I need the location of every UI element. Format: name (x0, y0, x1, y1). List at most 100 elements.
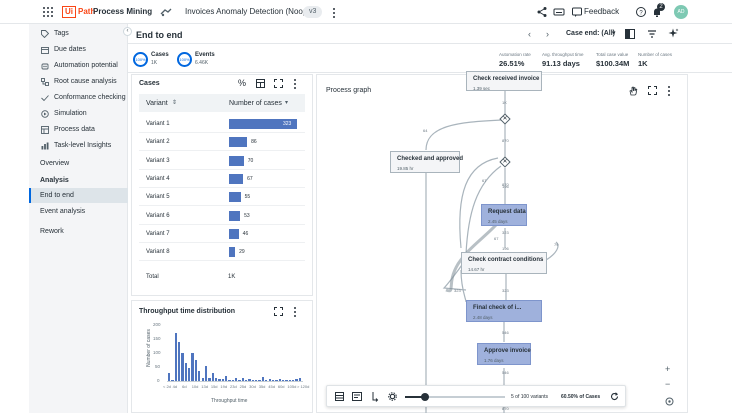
histogram-bar[interactable] (251, 380, 255, 381)
histogram-bar[interactable] (221, 379, 224, 381)
histogram-bar[interactable] (168, 372, 171, 381)
project-name[interactable]: Invoices Anomaly Detection (Noopur) (185, 7, 318, 16)
fullscreen-icon[interactable] (274, 79, 283, 88)
sidebar-item-event-analysis[interactable]: Event analysis (40, 208, 86, 215)
histogram-bar[interactable] (214, 377, 218, 381)
variant-slider-track[interactable] (405, 396, 505, 398)
list-view-icon[interactable] (335, 392, 344, 401)
histogram-bar[interactable] (288, 380, 291, 381)
histogram-bar[interactable] (198, 371, 201, 381)
sort-path-icon[interactable] (371, 391, 379, 402)
dashboard-icon[interactable] (625, 29, 635, 39)
activity-node-check-received-invoice[interactable]: Check received invoice 1.39 sec (466, 71, 542, 91)
histogram-bar[interactable] (238, 380, 241, 381)
histogram-bar[interactable] (218, 378, 221, 381)
histogram-bar[interactable] (208, 378, 211, 381)
sidebar-item-root-cause-analysis[interactable]: Root cause analysis (29, 75, 128, 89)
histogram-bar[interactable] (285, 379, 288, 381)
histogram-bar[interactable] (245, 379, 248, 381)
activity-node-request-data[interactable]: Request data 2.45 days (481, 204, 527, 226)
histogram-bar[interactable] (241, 377, 245, 381)
chart-view-icon[interactable] (352, 392, 362, 401)
histogram-bar[interactable] (298, 377, 301, 381)
histogram-bar[interactable] (275, 380, 278, 381)
caret-down-icon[interactable]: ▾ (612, 30, 616, 37)
sidebar-collapse-button[interactable]: ‹ (123, 27, 132, 36)
recenter-icon[interactable] (665, 397, 674, 406)
histogram-bar[interactable] (255, 379, 258, 381)
histogram-bar[interactable] (224, 375, 228, 381)
fullscreen-icon[interactable] (274, 307, 283, 316)
sidebar-item-simulation[interactable]: Simulation (29, 107, 128, 121)
histogram-bar[interactable] (178, 341, 181, 381)
variant-slider-thumb[interactable] (421, 393, 429, 401)
sidebar-item-rework[interactable]: Rework (40, 228, 64, 235)
sidebar-item-due-dates[interactable]: Due dates (29, 43, 128, 57)
histogram-bar[interactable] (171, 379, 174, 381)
feedback-button[interactable]: Feedback (584, 7, 620, 16)
pan-hand-icon[interactable] (628, 86, 638, 96)
sidebar-item-task-level-insights[interactable]: Task-level Insights (29, 139, 128, 153)
sidebar-item-conformance-checking[interactable]: Conformance checking (29, 91, 128, 105)
sidebar-item-overview[interactable]: Overview (40, 160, 70, 167)
histogram-bar[interactable] (261, 376, 265, 381)
histogram-bar[interactable] (231, 379, 234, 381)
histogram-bar[interactable] (191, 353, 194, 381)
filter-icon[interactable] (647, 29, 657, 39)
column-header-variant[interactable]: Variant (146, 100, 168, 107)
sidebar-section-analysis[interactable]: Analysis (40, 177, 69, 184)
column-header-number-of-cases[interactable]: Number of cases (229, 100, 282, 107)
fullscreen-icon[interactable] (648, 86, 657, 95)
percent-icon[interactable]: % (238, 78, 247, 88)
more-vert-icon[interactable] (294, 306, 297, 317)
histogram-bar[interactable] (268, 379, 271, 381)
chevron-left-icon[interactable]: ‹ (528, 29, 531, 39)
histogram-bar[interactable] (211, 372, 214, 381)
activity-node-check-contract-conditions[interactable]: Check contract conditions 14.67 hr (461, 252, 547, 274)
version-badge[interactable]: v3 (303, 6, 323, 18)
case-end-filter[interactable]: Case end: (All) (566, 30, 616, 37)
sidebar-item-tags[interactable]: Tags (29, 27, 128, 41)
sort-desc-icon[interactable]: ▾ (285, 100, 289, 106)
refresh-icon[interactable] (610, 392, 619, 401)
histogram-bar[interactable] (201, 377, 204, 381)
histogram-bar[interactable] (181, 353, 184, 381)
more-vert-icon[interactable] (333, 7, 336, 18)
table-view-icon[interactable] (256, 79, 265, 88)
more-vert-icon[interactable] (668, 85, 671, 96)
histogram-bar[interactable] (188, 368, 191, 381)
histogram-bar[interactable] (291, 380, 295, 381)
histogram-bar[interactable] (235, 378, 238, 381)
activity-node-final-check[interactable]: Final check of i... 2.48 days (466, 300, 542, 322)
more-vert-icon[interactable] (294, 78, 297, 89)
sidebar-item-process-data[interactable]: Process data (29, 123, 128, 137)
histogram-bar[interactable] (248, 378, 251, 381)
sparkle-icon[interactable] (668, 28, 679, 39)
histogram-bar[interactable] (184, 362, 188, 381)
sidebar-item-end-to-end[interactable]: End to end (29, 188, 128, 203)
histogram-bar[interactable] (295, 379, 298, 381)
histogram-bar[interactable] (278, 378, 281, 381)
help-icon[interactable]: ? (635, 6, 647, 18)
histogram-bar[interactable] (265, 379, 268, 381)
share-icon[interactable] (536, 6, 548, 18)
feedback-icon[interactable] (571, 6, 583, 18)
histogram-bar[interactable] (204, 365, 208, 381)
avatar[interactable]: AD (674, 5, 688, 19)
chevron-right-icon[interactable]: › (546, 29, 549, 39)
keyboard-icon[interactable] (553, 6, 565, 18)
histogram-bar[interactable] (281, 380, 285, 381)
histogram-bar[interactable] (271, 380, 275, 381)
zoom-in-button[interactable]: + (665, 364, 671, 374)
activity-node-approve-invoice[interactable]: Approve invoice 1.76 days (477, 343, 531, 365)
sort-icon[interactable]: ⇕ (172, 100, 178, 106)
activity-node-checked-and-approved[interactable]: Checked and approved 19.85 hr (390, 151, 463, 173)
histogram-bar[interactable] (258, 380, 261, 381)
